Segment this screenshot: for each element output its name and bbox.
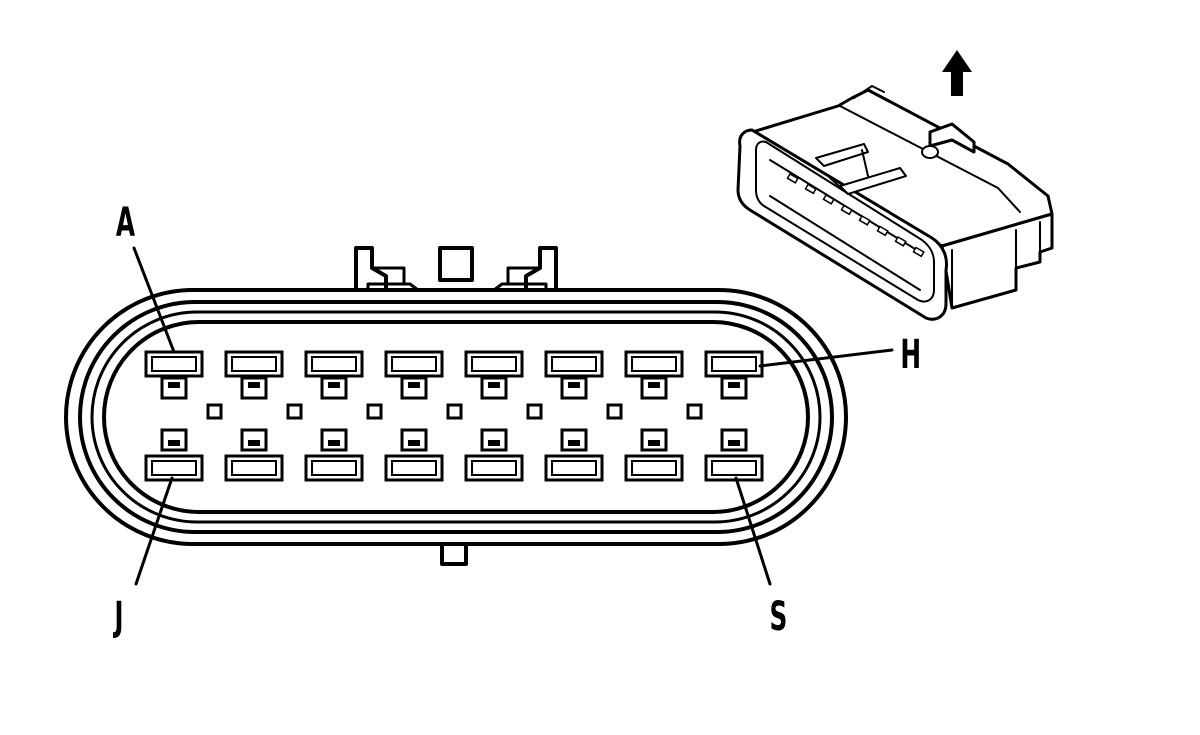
alignment-hole [286, 403, 303, 420]
housing-ring-1 [78, 300, 834, 534]
leader-line-h [758, 348, 894, 368]
callout-j: J [113, 593, 124, 640]
alignment-holes [206, 403, 703, 420]
terminal-m [384, 428, 444, 482]
terminal-f [544, 350, 604, 400]
housing-ring-3 [102, 320, 810, 514]
terminal-l [304, 428, 364, 482]
terminal-k [224, 428, 284, 482]
terminal-r [624, 428, 684, 482]
alignment-hole [206, 403, 223, 420]
terminal-c [304, 350, 364, 400]
top-terminal-row [144, 350, 764, 400]
terminal-e [464, 350, 524, 400]
callout-h: H [900, 331, 921, 378]
callout-a: A [116, 199, 135, 246]
alignment-hole [446, 403, 463, 420]
up-arrow-icon [942, 50, 972, 96]
terminal-h [704, 350, 764, 400]
connector-face: A H J S [64, 199, 921, 640]
terminal-g [624, 350, 684, 400]
alignment-hole [526, 403, 543, 420]
connector-isometric-icon [736, 85, 1054, 321]
terminal-d [384, 350, 444, 400]
latch-tab [354, 246, 558, 302]
terminal-a [144, 350, 204, 400]
leader-line-a [132, 246, 176, 354]
alignment-hole [686, 403, 703, 420]
terminal-s [704, 428, 764, 482]
terminal-j [144, 428, 204, 482]
terminal-p [544, 428, 604, 482]
alignment-hole [606, 403, 623, 420]
callout-s: S [769, 593, 787, 640]
alignment-hole [366, 403, 383, 420]
leader-line-s [734, 476, 772, 586]
terminal-b [224, 350, 284, 400]
terminal-n [464, 428, 524, 482]
bottom-terminal-row [144, 428, 764, 482]
leader-line-j [134, 476, 174, 586]
housing-ring-2 [90, 310, 822, 524]
